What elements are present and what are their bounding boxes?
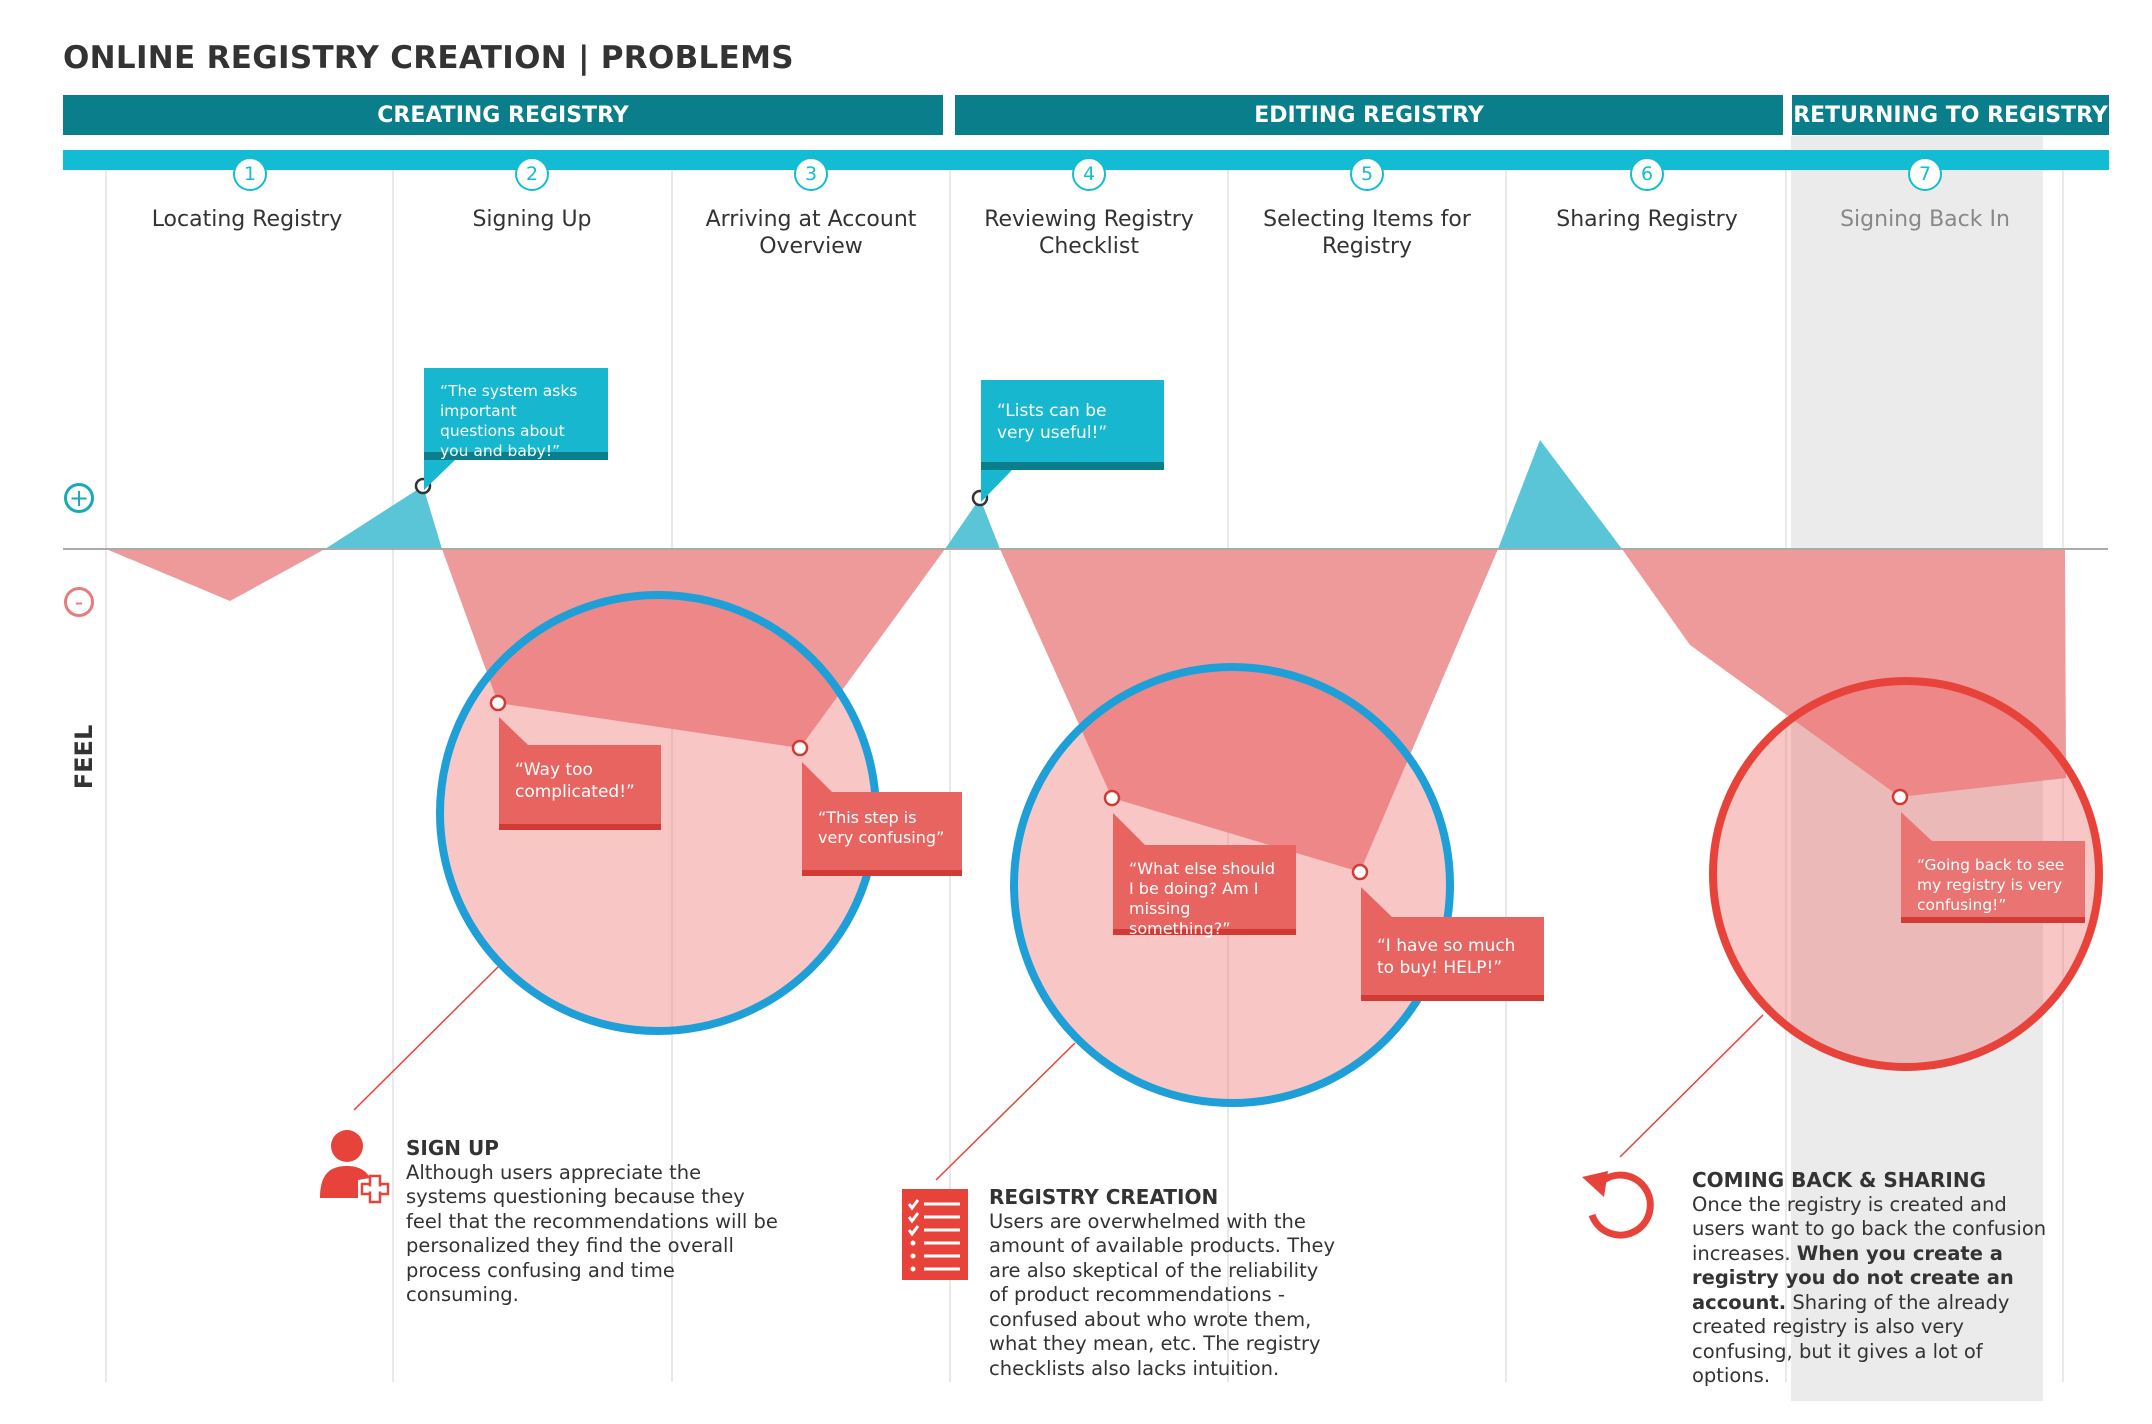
- note-sign-up-body: Although users appreciate the systems qu…: [406, 1160, 778, 1307]
- add-user-icon: [320, 1130, 390, 1204]
- note-registry-creation: REGISTRY CREATION Users are overwhelmed …: [989, 1185, 1339, 1381]
- phase-editing-registry: EDITING REGISTRY: [955, 95, 1783, 135]
- positive-emotion-areas: [325, 440, 1622, 549]
- refresh-arrow-icon: [1582, 1171, 1654, 1239]
- leader-lines: [353, 964, 1764, 1181]
- step-number-3: 3: [794, 157, 828, 191]
- note-coming-back-body-bold: When you create a registry you do not cr…: [1692, 1241, 2014, 1314]
- quote-bubble-way-too-complicated: “Way too complicated!”: [499, 745, 661, 830]
- step-label-signing-up: Signing Up: [472, 207, 592, 232]
- step-label-selecting-items: Selecting Items for Registry: [1263, 207, 1471, 259]
- step-label-reviewing-registry-checklist: Reviewing Registry Checklist: [984, 207, 1194, 259]
- data-point-markers: [414, 477, 1909, 881]
- feel-axis-label: FEEL: [70, 725, 98, 789]
- column-dividers: [105, 165, 2064, 1382]
- note-registry-creation-body: Users are overwhelmed with the amount of…: [989, 1209, 1336, 1380]
- note-coming-back-body-2: Sharing of the already created registry …: [1692, 1290, 2010, 1388]
- phase-returning-to-registry: RETURNING TO REGISTRY: [1792, 95, 2109, 135]
- negative-emotion-areas: [106, 549, 2066, 872]
- step-number-2: 2: [515, 157, 549, 191]
- note-coming-back-body-1: Once the registry is created and users w…: [1692, 1192, 2047, 1265]
- svg-text:FEEL: FEEL: [70, 725, 98, 789]
- bubble-pointers: [424, 460, 1932, 917]
- checklist-icon: [902, 1189, 968, 1280]
- step-number-5: 5: [1350, 157, 1384, 191]
- negative-axis-symbol: -: [64, 587, 94, 617]
- quote-bubble-system-asks: “The system asks important questions abo…: [424, 368, 608, 460]
- note-sign-up: SIGN UP Although users appreciate the sy…: [406, 1136, 778, 1308]
- step-label-sharing-registry: Sharing Registry: [1556, 207, 1738, 232]
- quote-bubble-what-else: “What else should I be doing? Am I missi…: [1113, 845, 1296, 938]
- step-number-1: 1: [233, 157, 267, 191]
- phase-creating-registry: CREATING REGISTRY: [63, 95, 943, 135]
- note-coming-back-heading: COMING BACK & SHARING: [1692, 1168, 1987, 1192]
- step-label-arriving-at-account-overview: Arriving at Account Overview: [705, 207, 917, 259]
- step-label-signing-back-in: Signing Back In: [1840, 207, 2010, 232]
- note-coming-back-sharing: COMING BACK & SHARING Once the registry …: [1692, 1168, 2052, 1389]
- quote-bubble-going-back: “Going back to see my registry is very c…: [1901, 841, 2085, 923]
- step-label-locating-registry: Locating Registry: [151, 207, 343, 232]
- page-title: ONLINE REGISTRY CREATION | PROBLEMS: [63, 40, 794, 76]
- quote-bubble-lists-useful: “Lists can be very useful!”: [981, 380, 1164, 470]
- step-number-6: 6: [1630, 157, 1664, 191]
- positive-axis-symbol: +: [64, 483, 94, 513]
- step-number-4: 4: [1072, 157, 1106, 191]
- note-sign-up-heading: SIGN UP: [406, 1136, 499, 1160]
- step-number-7: 7: [1908, 157, 1942, 191]
- quote-bubble-step-confusing: “This step is very confusing”: [802, 792, 962, 876]
- note-registry-creation-heading: REGISTRY CREATION: [989, 1185, 1219, 1209]
- quote-bubble-so-much-to-buy: “I have so much to buy! HELP!”: [1361, 917, 1544, 1001]
